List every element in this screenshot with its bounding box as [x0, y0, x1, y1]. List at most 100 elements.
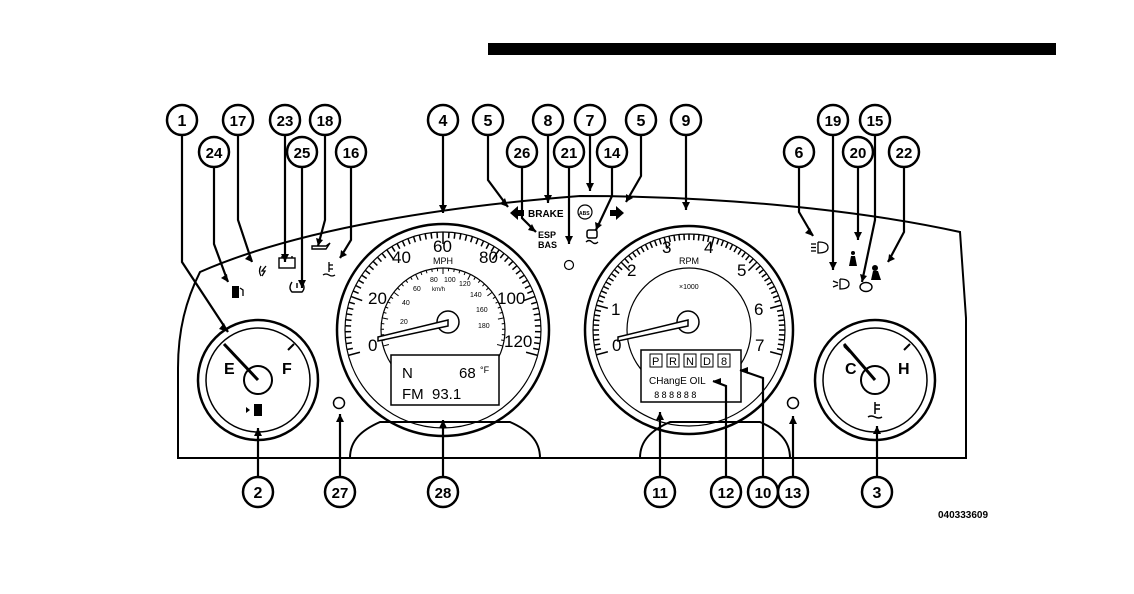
- dial-tick: [764, 278, 769, 281]
- svg-text:23: 23: [277, 113, 294, 130]
- dial-tick: [500, 312, 503, 313]
- kmh-label-80: 80: [430, 277, 438, 284]
- kmh-label-100: 100: [444, 277, 456, 284]
- dial-tick: [779, 320, 785, 321]
- dial-tick: [773, 296, 779, 298]
- turn-signal-right-icon: [610, 206, 624, 220]
- dial-tick: [464, 272, 465, 275]
- dial-tick: [659, 239, 661, 245]
- callout-10: 10: [748, 477, 778, 507]
- dial-tick: [522, 280, 527, 283]
- dial-tick: [734, 247, 737, 252]
- dial-tick: [348, 308, 354, 309]
- dial-tick: [394, 292, 399, 296]
- odometer-temp-unit: °F: [480, 365, 490, 375]
- front-fog-lamp-icon: [833, 279, 849, 289]
- svg-text:8: 8: [544, 113, 553, 130]
- tach-needle: [618, 320, 688, 341]
- svg-text:21: 21: [561, 145, 578, 162]
- dial-tick: [595, 349, 601, 350]
- svg-text:2: 2: [254, 485, 263, 502]
- tach-unit: RPM: [679, 256, 699, 266]
- dial-tick: [534, 314, 540, 315]
- dial-tick: [493, 297, 496, 299]
- callouts: 1 2 3 4 5 5 6 7 8 9 10 11 12 13 14 15 16…: [167, 105, 919, 507]
- tach-label-2: 2: [627, 261, 636, 280]
- dial-tick: [356, 286, 361, 289]
- kmh-label-120: 120: [459, 281, 471, 288]
- callout-27: 27: [325, 477, 355, 507]
- dial-tick: [347, 348, 353, 349]
- dial-tick: [416, 274, 419, 279]
- dial-tick: [721, 240, 723, 246]
- dial-tick: [365, 270, 370, 274]
- callout-12: 12: [711, 477, 741, 507]
- dial-tick: [746, 255, 750, 260]
- rear-fog-lamp-icon: [260, 266, 267, 276]
- dial-tick: [487, 292, 492, 296]
- tach-multiplier: ×1000: [679, 284, 699, 291]
- dial-tick: [777, 310, 783, 311]
- brake-label: BRAKE: [528, 209, 564, 220]
- dial-tick: [353, 291, 359, 293]
- dial-tick: [382, 318, 388, 319]
- tach-label-7: 7: [755, 336, 764, 355]
- callout-28: 28: [428, 477, 458, 507]
- odometer-gear: N: [402, 365, 413, 382]
- dial-tick: [674, 235, 675, 241]
- callout-23: 23: [270, 105, 300, 135]
- dial-tick: [608, 278, 613, 281]
- speedo-label-120: 120: [504, 332, 532, 351]
- dial-tick: [397, 288, 399, 290]
- speedo-label-60: 60: [433, 237, 452, 256]
- evic-message: CHangE OIL: [649, 376, 706, 387]
- dial-tick: [777, 349, 783, 350]
- callout-18: 18: [310, 105, 340, 135]
- dial-tick: [594, 339, 600, 340]
- callout-17: 17: [223, 105, 253, 135]
- speedo-label-100: 100: [497, 289, 525, 308]
- svg-text:6: 6: [795, 145, 804, 162]
- speedo-label-80: 80: [479, 248, 498, 267]
- dial-tick: [767, 282, 772, 285]
- dial-tick: [468, 274, 471, 279]
- airbag-warning-icon: [871, 265, 881, 280]
- callout-6: 6: [784, 137, 814, 167]
- dial-tick: [599, 296, 605, 298]
- callout-22: 22: [889, 137, 919, 167]
- dial-tick: [531, 302, 537, 304]
- dial-tick: [770, 352, 782, 355]
- svg-text:ABS: ABS: [579, 211, 590, 217]
- callout-8: 8: [533, 105, 563, 135]
- prnd-r: R: [669, 356, 677, 368]
- speedometer: 0 20 40 60 80 100 120 MPH 20 40 60 80 10…: [337, 224, 549, 436]
- callout-26: 26: [507, 137, 537, 167]
- svg-text:17: 17: [230, 113, 247, 130]
- speedo-unit: MPH: [433, 256, 453, 266]
- svg-text:26: 26: [514, 145, 531, 162]
- dial-tick: [633, 252, 637, 257]
- speedo-label-40: 40: [392, 248, 411, 267]
- header-bar: [488, 43, 1056, 55]
- dial-tick: [641, 247, 644, 252]
- svg-text:15: 15: [867, 113, 884, 130]
- dial-tick: [730, 244, 733, 249]
- callout-5-left: 5: [473, 105, 503, 135]
- dial-tick: [478, 280, 480, 282]
- dial-tick: [359, 280, 364, 283]
- callout-19: 19: [818, 105, 848, 135]
- svg-text:12: 12: [718, 485, 735, 502]
- dial-tick: [471, 237, 473, 243]
- dial-tick: [717, 239, 719, 245]
- headlight-icon: [811, 242, 828, 253]
- svg-text:20: 20: [850, 145, 867, 162]
- kmh-label-140: 140: [470, 292, 482, 299]
- dial-tick: [770, 305, 782, 308]
- evic-digits: 888888: [654, 391, 699, 401]
- stability-control-icon: [586, 230, 598, 244]
- dial-tick: [476, 239, 478, 245]
- dial-tick: [742, 252, 746, 257]
- tach-label-6: 6: [754, 300, 763, 319]
- callout-3: 3: [862, 477, 892, 507]
- dial-tick: [738, 249, 741, 254]
